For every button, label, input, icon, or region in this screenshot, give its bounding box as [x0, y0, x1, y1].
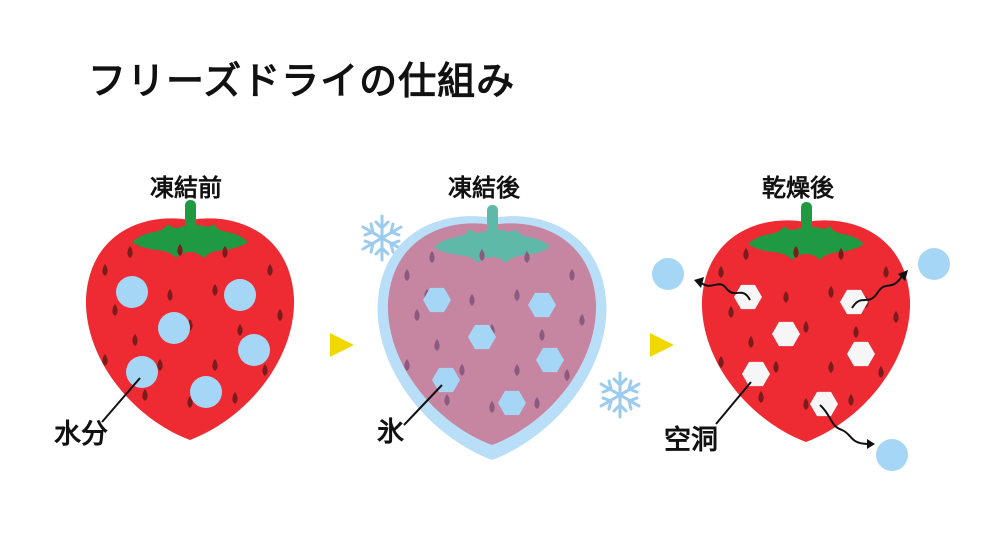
stage-label-before-freezing: 凍結前	[150, 174, 222, 202]
page-title: フリーズドライの仕組み	[88, 59, 516, 103]
snowflake-icon	[599, 371, 641, 419]
water-droplets	[116, 276, 270, 408]
arrow-right-icon	[650, 333, 674, 357]
strawberry-frozen	[377, 205, 607, 460]
arrow-right-icon	[330, 333, 354, 357]
vapor-particles	[652, 248, 950, 471]
callout-water: 水分	[54, 419, 108, 450]
wavy-arrow-head	[694, 270, 908, 449]
wavy-arrow-icon	[699, 275, 903, 445]
callout-cavity: 空洞	[664, 425, 718, 456]
strawberry-dried	[701, 202, 911, 442]
stage-label-after-drying: 乾燥後	[762, 174, 834, 202]
callout-ice: 氷	[377, 417, 404, 448]
strawberry-fresh	[85, 200, 295, 440]
stage-label-after-freezing: 凍結後	[448, 174, 520, 202]
